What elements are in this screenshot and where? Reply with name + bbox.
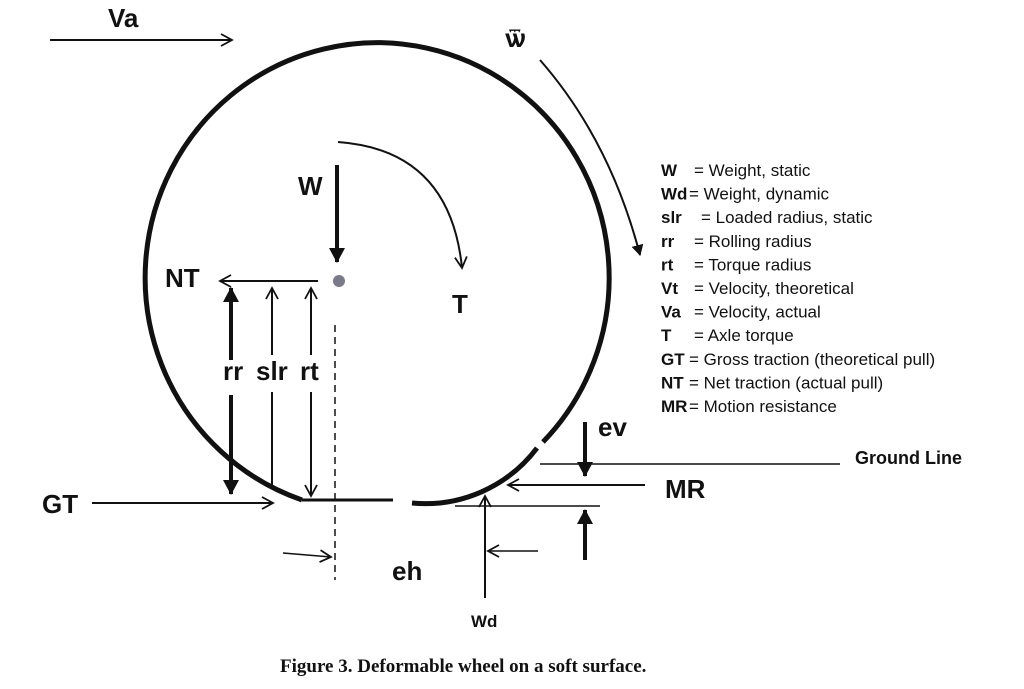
- rt-label: rt: [300, 356, 319, 386]
- va-label: Va: [108, 3, 139, 33]
- w-label: W: [298, 171, 323, 201]
- slr-label: slr: [256, 356, 288, 386]
- ev-label: ev: [598, 412, 627, 442]
- mr-label: MR: [665, 474, 706, 504]
- rr-label: rr: [223, 356, 243, 386]
- figure-caption: Figure 3. Deformable wheel on a soft sur…: [280, 656, 646, 677]
- legend-key: rt: [661, 255, 674, 274]
- wheel-outline: [142, 40, 612, 503]
- ground-line-label: Ground Line: [855, 448, 962, 468]
- legend-definition: = Torque radius: [694, 255, 811, 274]
- t-label: T: [452, 289, 468, 319]
- legend-key: GT: [661, 350, 685, 369]
- eh-arrow: [282, 549, 333, 563]
- legend-key: NT: [661, 373, 684, 392]
- axle-center: [333, 275, 345, 287]
- omega-label: ѿ: [505, 23, 525, 53]
- legend-key: MR: [661, 397, 687, 416]
- legend-definition: = Rolling radius: [694, 232, 812, 251]
- legend-definition: = Motion resistance: [689, 397, 837, 416]
- legend-definition: = Velocity, actual: [694, 303, 821, 322]
- legend-key: slr: [661, 208, 682, 227]
- legend-definition: = Axle torque: [694, 326, 794, 345]
- legend-definition: = Weight, static: [694, 161, 811, 180]
- gt-label: GT: [42, 489, 78, 519]
- legend-key: Vt: [661, 279, 678, 298]
- legend-definition: = Velocity, theoretical: [694, 279, 854, 298]
- eh-label: eh: [392, 556, 422, 586]
- omega-rotation-arrow: [539, 59, 644, 256]
- legend-key: Wd: [661, 185, 687, 204]
- legend-definition: = Weight, dynamic: [689, 185, 830, 204]
- legend-key: Va: [661, 303, 681, 322]
- torque-arrow: [337, 141, 468, 270]
- wheel-rim-lower-right: [411, 446, 539, 507]
- legend-definition: = Net traction (actual pull): [689, 373, 883, 392]
- legend-definition: = Gross traction (theoretical pull): [689, 350, 935, 369]
- nt-label: NT: [165, 263, 200, 293]
- wd-label: Wd: [471, 612, 497, 631]
- legend-key: rr: [661, 232, 675, 251]
- legend-key: W: [661, 161, 678, 180]
- legend-definition: = Loaded radius, static: [701, 208, 873, 227]
- legend-key: T: [661, 326, 672, 345]
